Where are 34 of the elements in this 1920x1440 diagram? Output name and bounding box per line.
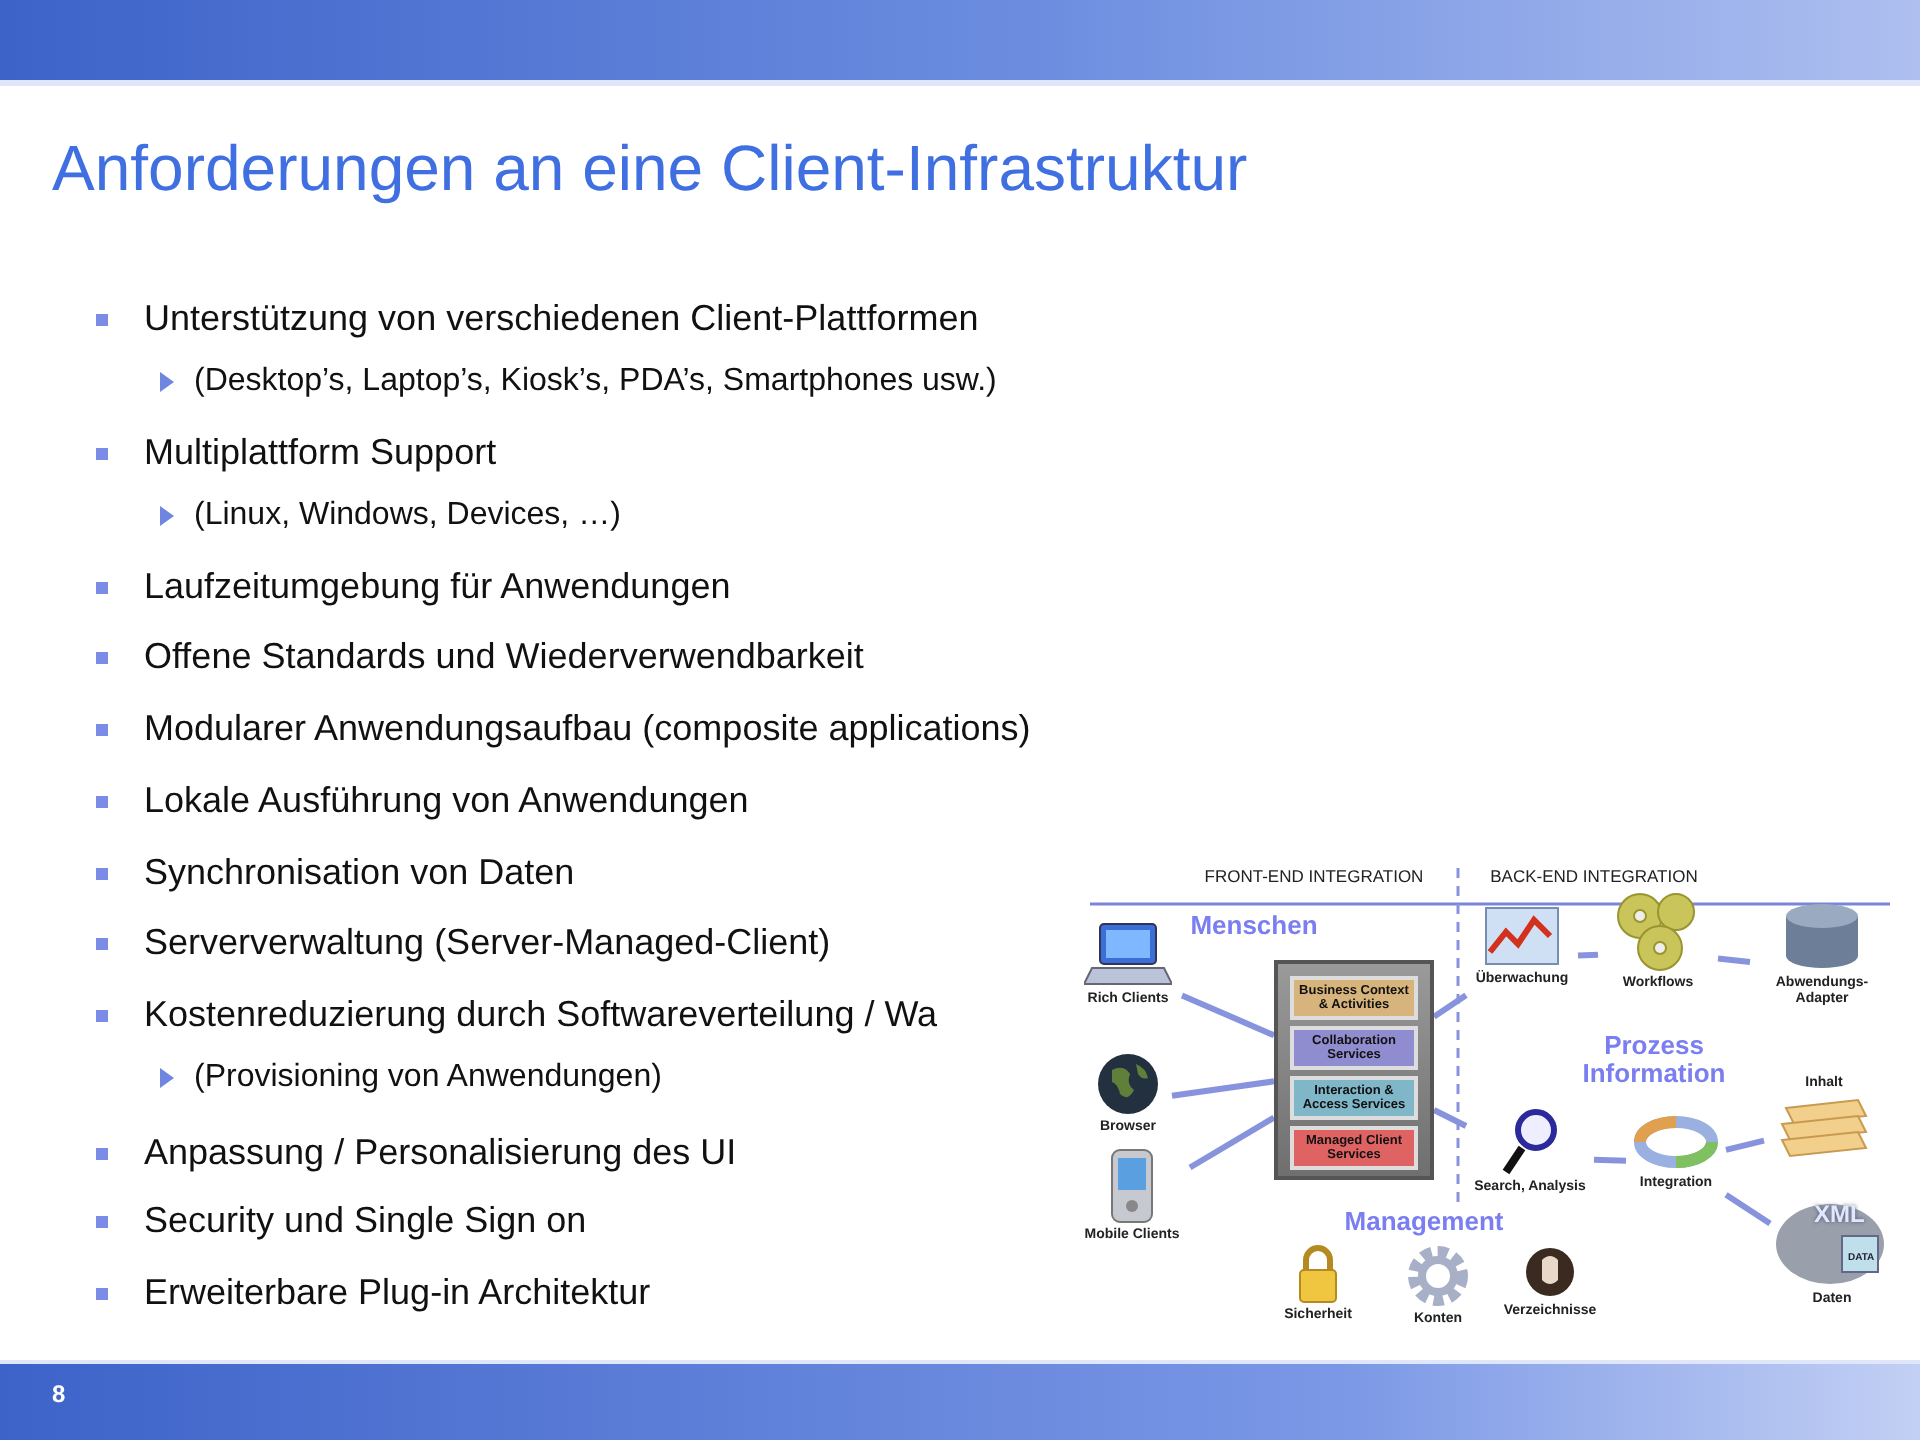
area-heading: Prozess Information [1580,1032,1728,1087]
connector-line [1188,1115,1276,1171]
bullet-text: Unterstützung von verschiedenen Client-Plattformen [144,298,979,340]
connector-line [1577,951,1599,959]
connector-line [1171,1078,1275,1099]
bullet-text: (Desktop’s, Laptop’s, Kiosk’s, PDA’s, Smartphones usw.) [194,364,997,400]
connector-line [1432,992,1468,1020]
layer-stack-box [1274,960,1434,1180]
connector-line [1724,1192,1772,1226]
area-heading: Menschen [1188,912,1320,940]
page-number: 8 [52,1380,66,1408]
bullet-text: Security und Single Sign on [144,1200,587,1242]
bullet-text: Laufzeitumgebung für Anwendungen [144,566,731,608]
bullet-text: Kostenreduzierung durch Softwareverteilung / Wa [144,994,938,1036]
section-heading: BACK-END INTEGRATION [1488,868,1700,886]
bullet-text: (Linux, Windows, Devices, …) [194,498,621,534]
section-heading: FRONT-END INTEGRATION [1202,868,1426,886]
bullet-text: Serververwaltung (Server-Managed-Client) [144,922,831,964]
connector-line [1180,992,1276,1039]
bullet-text: Offene Standards und Wiederverwendbarkeit [144,636,864,678]
bullet-text: (Provisioning von Anwendungen) [194,1060,662,1096]
bullet-text: Anpassung / Personalisierung des UI [144,1132,737,1174]
bullet-text: Modularer Anwendungsaufbau (composite applications) [144,708,1031,750]
slide-title: Anforderungen an eine Client-Infrastruktur [52,132,1248,206]
overlay-text: XML [1814,1200,1865,1228]
connector-line [1593,1156,1627,1164]
area-heading: Management [1342,1208,1506,1236]
bullet-text: Multiplattform Support [144,432,497,474]
connector-line [1725,1137,1765,1153]
connector-line [1717,955,1751,966]
bullet-text: Erweiterbare Plug-in Architektur [144,1272,651,1314]
connector-line [1432,1107,1468,1129]
bullet-text: Lokale Ausführung von Anwendungen [144,780,749,822]
bullet-text: Synchronisation von Daten [144,852,575,894]
